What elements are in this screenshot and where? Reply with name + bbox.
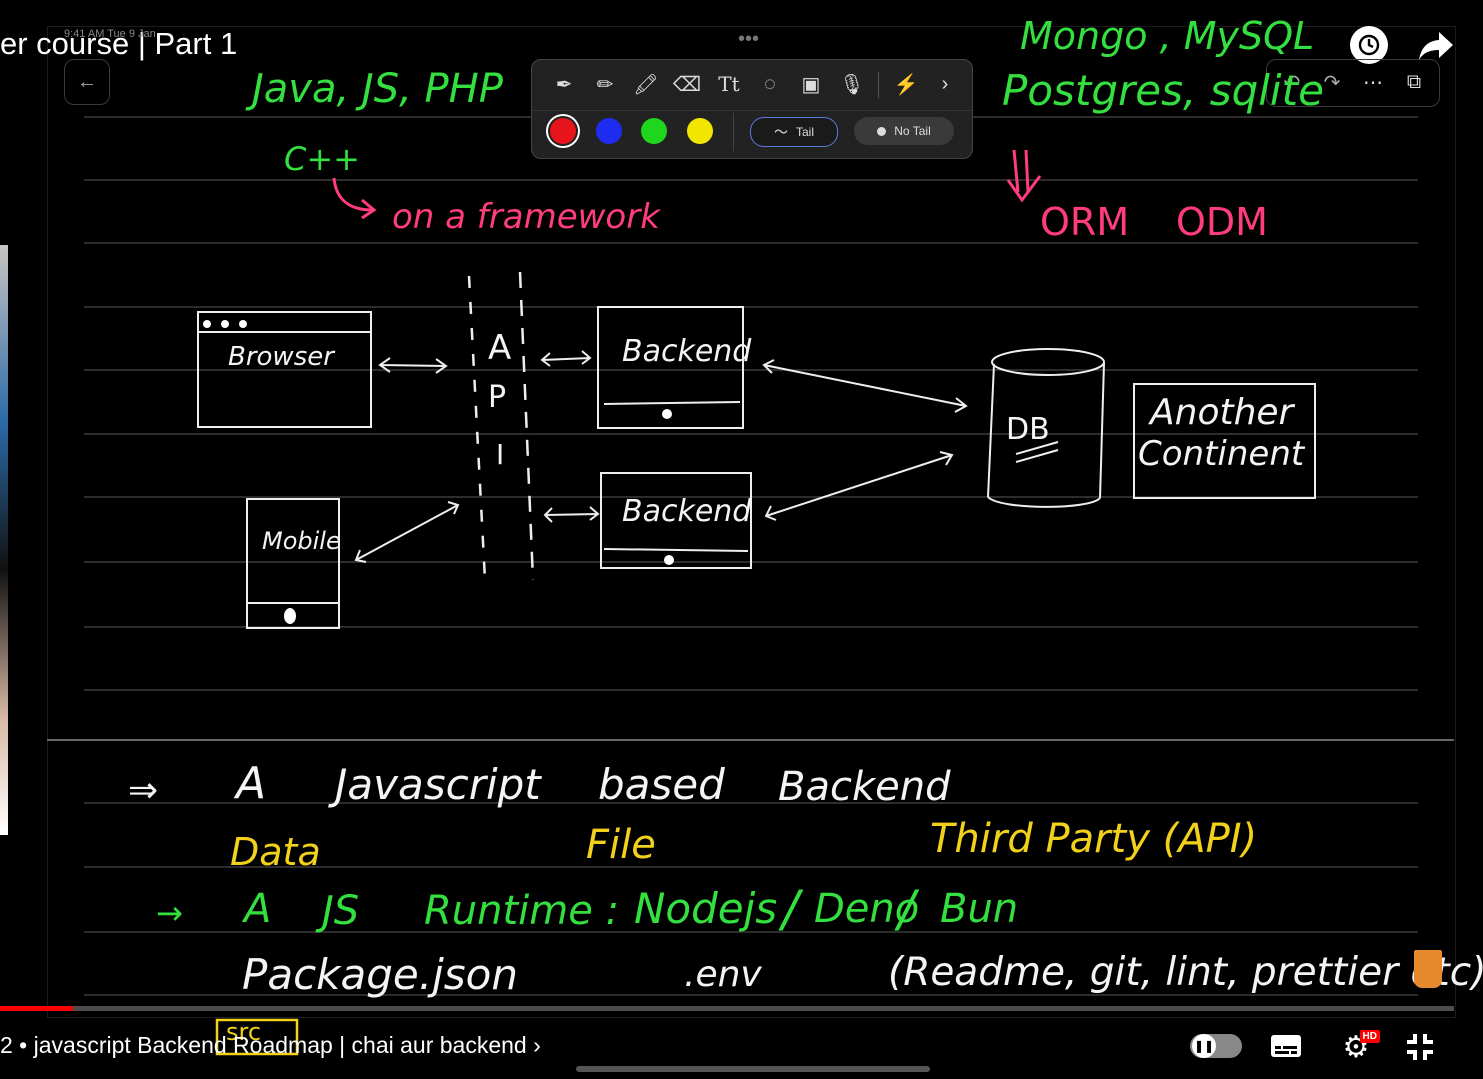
eraser-icon[interactable]: ⌫ (672, 73, 702, 96)
back-button[interactable]: ← (64, 59, 110, 105)
progress-fill (0, 1006, 73, 1011)
watch-later-button[interactable] (1350, 26, 1388, 64)
next-video-label: 2 • javascript Backend Roadmap | chai au… (0, 1032, 527, 1058)
toolbar-vertical-divider (733, 113, 734, 151)
databases-line2: Postgres, sqlite (1002, 66, 1324, 115)
color-swatch-red[interactable] (550, 118, 576, 144)
chai-cup-icon (1414, 950, 1442, 988)
runtime-slash-1: / (782, 880, 799, 938)
tail-label: Tail (795, 125, 814, 139)
src-badge: src (226, 1018, 262, 1046)
file-label: File (586, 822, 656, 868)
pencil-icon[interactable]: ✏ (596, 73, 614, 96)
pause-icon: ❚❚ (1192, 1034, 1216, 1058)
databases-line1: Mongo , MySQL (1020, 14, 1315, 58)
hd-badge: HD (1359, 1030, 1380, 1043)
arrow-left-icon: ← (77, 70, 97, 93)
share-button[interactable] (1414, 26, 1458, 66)
color-swatch-green[interactable] (641, 118, 667, 144)
video-title: er course | Part 1 (0, 26, 238, 61)
dot-icon (877, 126, 887, 136)
browser-label: Browser (228, 342, 334, 372)
redo-button[interactable]: ↷ (1310, 60, 1354, 104)
runtime-bun: Bun (940, 886, 1019, 932)
exit-fullscreen-icon (1407, 1034, 1433, 1060)
framework-note: on a framework (392, 197, 660, 237)
runtime-word-1: A (244, 886, 272, 932)
laser-pointer-icon[interactable]: ⚡ (893, 73, 919, 96)
api-letter-a: A (488, 328, 512, 368)
chevron-right-icon[interactable]: › (941, 72, 949, 95)
redo-icon: ↷ (1323, 71, 1341, 94)
edit-actions-group (1266, 59, 1440, 107)
third-party-label: Third Party (API) (930, 816, 1258, 862)
image-icon[interactable]: ▣ (801, 73, 821, 96)
runtime-word-3: Runtime : (424, 888, 620, 934)
js-based-word-1: A (236, 758, 267, 809)
color-swatch-blue[interactable] (596, 118, 622, 144)
runtime-slash-2: / (898, 880, 915, 938)
pen-icon[interactable]: ✒ (555, 73, 573, 96)
copy-pages-icon: ⧉ (1406, 70, 1422, 93)
env-label: .env (684, 954, 762, 995)
runtime-deno: Deno (814, 886, 920, 932)
more-options-button[interactable]: ⋯ (1351, 60, 1395, 104)
toolbar-separator (532, 110, 972, 111)
home-indicator (576, 1066, 930, 1072)
multitask-dots-icon[interactable]: ••• (738, 28, 760, 50)
presenter-video-strip (0, 245, 8, 835)
pages-button[interactable]: ⧉ (1392, 60, 1436, 104)
double-arrow-icon: ⇒ (128, 770, 159, 811)
next-video-title[interactable]: 2 • javascript Backend Roadmap | chai au… (0, 1032, 541, 1059)
cpp-text: C++ (284, 140, 360, 178)
subtitles-button[interactable] (1268, 1030, 1304, 1062)
js-based-word-2: Javascript (335, 760, 541, 809)
arrow-single-icon: → (156, 894, 183, 932)
api-letter-p: P (488, 380, 507, 415)
exit-fullscreen-button[interactable] (1402, 1030, 1438, 1064)
js-based-word-4: Backend (778, 764, 951, 810)
text-style-icon[interactable]: Tt (718, 72, 740, 96)
another-continent-line2: Continent (1138, 434, 1305, 474)
clock-icon (1358, 34, 1380, 56)
marker-icon[interactable]: 🖍 (633, 73, 659, 96)
undo-button[interactable]: ↶ (1270, 60, 1314, 104)
backend-1-label: Backend (622, 334, 752, 369)
tail-toggle[interactable]: 〜 Tail (750, 117, 838, 147)
runtime-nodejs: Nodejs (634, 884, 778, 933)
db-label: DB (1006, 412, 1050, 447)
js-based-word-3: based (598, 760, 725, 809)
data-label: Data (230, 830, 321, 874)
status-time: 9:41 AM Tue 9 Jan (64, 28, 156, 40)
odm-text: ODM (1176, 200, 1268, 244)
share-arrow-icon (1419, 32, 1453, 60)
chevron-right-icon: › (533, 1032, 541, 1058)
no-tail-toggle[interactable]: No Tail (854, 117, 954, 145)
progress-track[interactable] (0, 1006, 1454, 1011)
api-letter-i: I (496, 438, 505, 471)
runtime-word-2: JS (322, 888, 360, 934)
no-tail-label: No Tail (894, 124, 931, 138)
languages-text: Java, JS, PHP (252, 66, 503, 112)
undo-icon: ↶ (1283, 71, 1301, 94)
extras-label: (Readme, git, lint, prettier etc) (888, 950, 1483, 995)
subtitles-icon (1271, 1035, 1301, 1057)
microphone-icon[interactable]: 🎙 (839, 73, 865, 96)
mobile-label: Mobile (262, 527, 341, 555)
settings-button[interactable]: ⚙ HD (1338, 1030, 1380, 1064)
color-swatch-yellow[interactable] (687, 118, 713, 144)
autoplay-toggle[interactable]: ❚❚ (1190, 1034, 1242, 1058)
lasso-icon[interactable]: ◌ (764, 72, 776, 95)
ellipsis-circle-icon: ⋯ (1363, 71, 1383, 94)
package-json-label: Package.json (242, 950, 518, 999)
tail-stroke-icon: 〜 (773, 124, 788, 140)
orm-text: ORM (1040, 200, 1130, 244)
backend-2-label: Backend (622, 494, 752, 529)
toolbar-divider (878, 72, 879, 98)
another-continent-line1: Another (1150, 392, 1294, 433)
